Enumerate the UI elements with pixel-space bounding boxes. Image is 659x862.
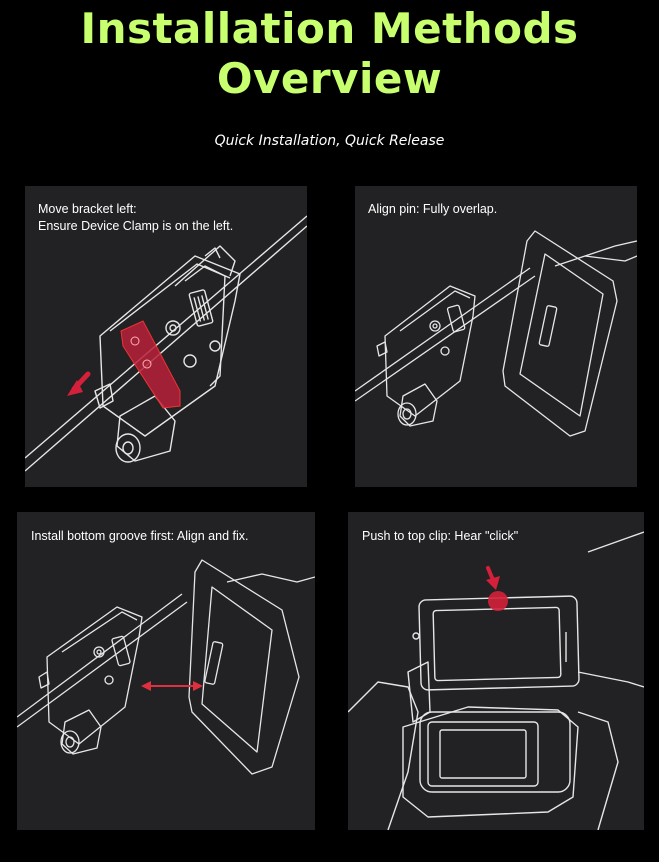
step-4-panel: Push to top clip: Hear "click" (348, 512, 644, 830)
step-3-caption-line-1: Install bottom groove first: Align and f… (31, 529, 249, 543)
step-4-press-indicator (486, 566, 508, 611)
step-2-caption: Align pin: Fully overlap. (368, 201, 627, 218)
step-1-highlight (120, 320, 181, 409)
step-3-align-arrow-icon (141, 681, 203, 691)
page-title: Installation Methods Overview (0, 4, 659, 104)
step-4-caption: Push to top clip: Hear "click" (362, 528, 634, 545)
step-2-illustration (355, 230, 637, 437)
title-line-2: Overview (216, 54, 443, 103)
step-4-caption-line-1: Push to top clip: Hear "click" (362, 529, 519, 543)
step-1-caption-line-2: Ensure Device Clamp is on the left. (38, 219, 234, 233)
step-3-illustration (17, 559, 315, 775)
step-1-panel: Move bracket left: Ensure Device Clamp i… (25, 186, 307, 487)
step-1-illustration (25, 215, 307, 472)
step-2-panel: Align pin: Fully overlap. (355, 186, 637, 487)
step-3-panel: Install bottom groove first: Align and f… (17, 512, 315, 830)
page-subtitle: Quick Installation, Quick Release (214, 133, 445, 149)
title-line-1: Installation Methods (80, 4, 579, 53)
step-2-caption-line-1: Align pin: Fully overlap. (368, 202, 498, 216)
step-1-arrow-icon (67, 371, 91, 396)
step-1-caption-line-1: Move bracket left: (38, 202, 137, 216)
step-4-illustration (348, 531, 644, 830)
step-3-caption: Install bottom groove first: Align and f… (31, 528, 305, 545)
step-1-caption: Move bracket left: Ensure Device Clamp i… (38, 201, 297, 235)
